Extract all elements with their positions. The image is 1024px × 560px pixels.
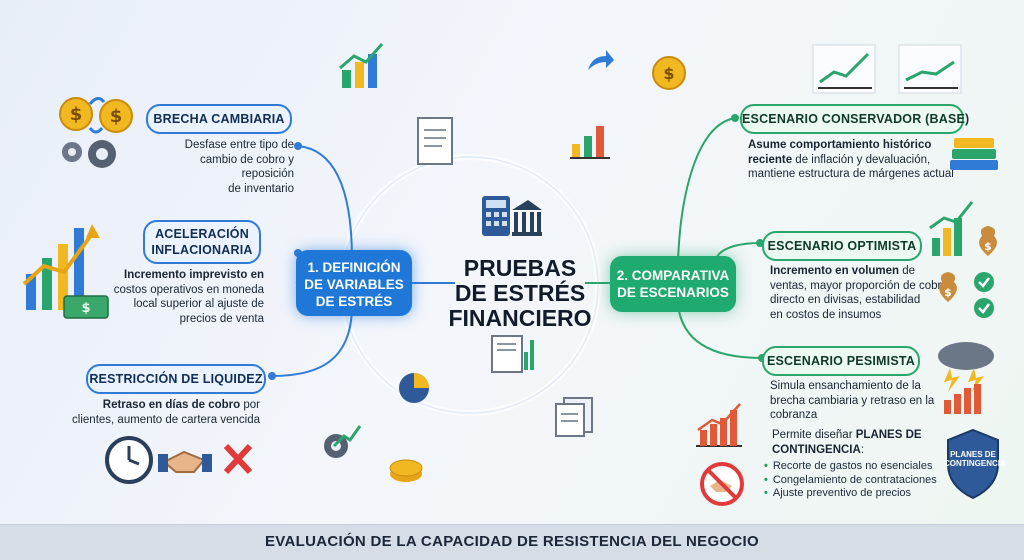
node-aceleracion-inflacionaria: ACELERACIÓN INFLACIONARIA (143, 220, 261, 264)
node-pesimista-desc: Simula ensanchamiento de la brecha cambi… (770, 379, 945, 423)
node-conservador-desc: Asume comportamiento histórico reciente … (748, 138, 968, 182)
hub-line: DE VARIABLES (304, 277, 404, 292)
node-brecha-desc: Desfase entre tipo de cambio de cobro y … (146, 138, 294, 196)
intro-text: Permite diseñar (772, 429, 853, 441)
books-icon (950, 138, 998, 170)
inflation-chart-icon: $ (22, 224, 109, 319)
gear-chart-icon (324, 425, 362, 458)
intro-after: : (860, 443, 865, 456)
svg-text:$: $ (81, 301, 90, 316)
node-aceleracion-desc: Incremento imprevisto en costos operativ… (108, 268, 264, 326)
desc-bold: Incremento en volumen (770, 265, 900, 277)
svg-text:$: $ (944, 286, 952, 299)
center-title: PRUEBAS DE ESTRÉS FINANCIERO (440, 256, 600, 331)
footer-banner: EVALUACIÓN DE LA CAPACIDAD DE RESISTENCI… (0, 524, 1024, 560)
hub-line: 2. COMPARATIVA (616, 268, 730, 283)
desc-line: mantiene estructura de márgenes actual (748, 168, 954, 180)
desc-line: en costos de insumos (770, 308, 882, 321)
desc-line: Desfase entre tipo de (184, 139, 294, 151)
intro-bold: CONTINGENCIA (772, 443, 861, 456)
declining-chart-icon (696, 403, 742, 447)
clock-handshake-cross-icon (105, 436, 253, 484)
desc-line: de inventario (228, 182, 294, 195)
svg-text:$: $ (663, 64, 674, 83)
list-item: Congelamiento de contrataciones (764, 474, 954, 488)
coin-icon: $ (652, 56, 686, 90)
desc-line: costos operativos en moneda (113, 283, 264, 296)
trend-flat-icon (898, 44, 962, 94)
desc-after: por (240, 399, 260, 411)
node-optimista-desc: Incremento en volumen de ventas, mayor p… (770, 264, 950, 322)
desc-after: de inflación y devaluación, (792, 153, 931, 166)
hub-line: DE ESTRÉS (315, 294, 393, 309)
desc-line: ventas, mayor proporción de cobro (770, 279, 948, 292)
contingency-list: Recorte de gastos no esenciales Congelam… (764, 460, 954, 501)
title-line: PRUEBAS (463, 255, 577, 281)
label-line: ACELERACIÓN (155, 227, 249, 241)
small-bar-chart-icon (570, 126, 610, 159)
bar-chart-up-icon (339, 43, 384, 88)
desc-line: directo en divisas, estabilidad (770, 294, 921, 306)
documents-icon (555, 397, 593, 437)
desc-bold: Incremento imprevisto en (124, 269, 264, 281)
list-item: Recorte de gastos no esenciales (764, 460, 954, 474)
desc-line: brecha cambiaria y retraso en la (770, 394, 935, 407)
title-line: DE ESTRÉS (454, 280, 586, 306)
no-handshake-icon (700, 462, 744, 506)
shield-icon (947, 428, 999, 500)
desc-line: Simula ensanchamiento de la (770, 380, 921, 392)
node-brecha-cambiaria: BRECHA CAMBIARIA (146, 104, 292, 134)
shield-label: PLANES DE CONTINGENCIA (944, 450, 1006, 468)
trend-up-icon (812, 44, 876, 94)
desc-line: cobranza (770, 409, 818, 421)
desc-bold: Asume comportamiento histórico (748, 139, 932, 151)
hub-comparativa-escenarios: 2. COMPARATIVA DE ESCENARIOS (610, 256, 736, 312)
node-escenario-conservador: ESCENARIO CONSERVADOR (BASE) (740, 104, 969, 134)
svg-text:$: $ (70, 104, 83, 125)
svg-text:$: $ (110, 106, 123, 127)
node-escenario-pesimista: ESCENARIO PESIMISTA (762, 346, 920, 376)
title-line: FINANCIERO (448, 305, 592, 331)
svg-text:$: $ (984, 240, 992, 253)
contingency-intro: Permite diseñar PLANES DE CONTINGENCIA: (772, 428, 942, 457)
hub-definicion-variables: 1. DEFINICIÓN DE VARIABLES DE ESTRÉS (296, 250, 412, 316)
hub-line: DE ESCENARIOS (617, 285, 729, 300)
desc-bold: reciente (748, 153, 793, 166)
pie-chart-icon (399, 373, 429, 403)
desc-line: precios de venta (179, 312, 264, 325)
report-chart-icon (491, 335, 534, 373)
optimistic-chart-money-icon: $ $ (929, 201, 997, 318)
node-restriccion-desc: Retraso en días de cobro por clientes, a… (60, 398, 260, 427)
document-icon (417, 117, 453, 165)
arrow-icon (588, 50, 614, 70)
desc-line: clientes, aumento de cartera vencida (72, 413, 260, 426)
currency-exchange-icon: $ $ (59, 97, 133, 168)
node-restriccion-liquidez: RESTRICCIÓN DE LIQUIDEZ (86, 364, 266, 394)
intro-bold: PLANES DE (855, 429, 922, 441)
label-line: INFLACIONARIA (151, 243, 253, 257)
coins-stack-icon (389, 459, 423, 482)
desc-line: local superior al ajuste de (133, 298, 264, 310)
shield-line: CONTINGENCIA (944, 459, 1006, 468)
desc-bold: Retraso en días de cobro (102, 399, 241, 411)
calculator-bank-icon (482, 196, 542, 236)
shield-line: PLANES DE (950, 450, 996, 459)
list-item: Ajuste preventivo de precios (764, 487, 954, 501)
node-escenario-optimista: ESCENARIO OPTIMISTA (762, 231, 922, 261)
storm-chart-icon (938, 342, 994, 414)
desc-after: de (899, 265, 916, 277)
hub-line: 1. DEFINICIÓN (307, 260, 401, 275)
desc-line: cambio de cobro y reposición (200, 153, 294, 181)
